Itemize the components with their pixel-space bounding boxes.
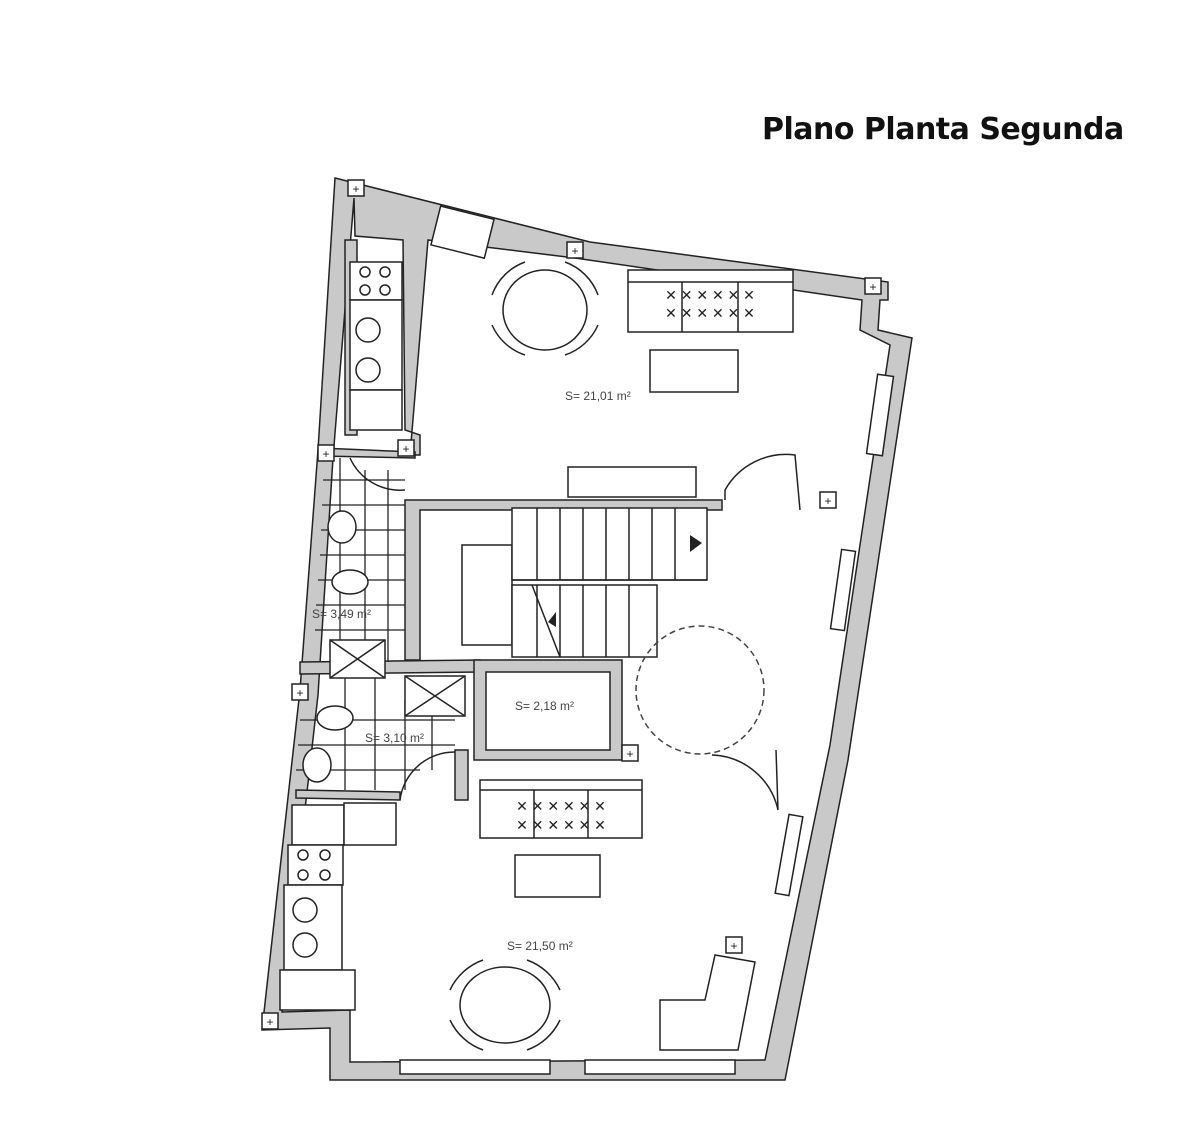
svg-text:✕ ✕ ✕ ✕ ✕ ✕: ✕ ✕ ✕ ✕ ✕ ✕: [516, 798, 606, 814]
washbasin-icon: [327, 510, 357, 544]
stove: [349, 261, 403, 301]
svg-text:+: +: [730, 939, 737, 953]
plan-title: Plano Planta Segunda: [762, 112, 1124, 147]
svg-text:✕ ✕ ✕ ✕ ✕ ✕: ✕ ✕ ✕ ✕ ✕ ✕: [516, 817, 606, 833]
bath-divider: [299, 659, 481, 675]
fridge: [343, 802, 397, 846]
toilet-icon: [331, 569, 369, 595]
area-label: S= 21,50 m²: [507, 939, 573, 953]
stove: [287, 844, 344, 886]
dining-table: [502, 269, 588, 351]
svg-text:+: +: [824, 494, 831, 508]
area-label: S= 2,18 m²: [515, 699, 574, 713]
svg-text:+: +: [571, 244, 578, 258]
door-swing: [349, 457, 406, 491]
coffee-table: [649, 349, 739, 393]
staircase: [461, 507, 708, 658]
window: [865, 373, 895, 457]
coffee-table: [514, 854, 601, 898]
corner-cabinet: [659, 954, 756, 1051]
window: [584, 1059, 736, 1075]
sink: [349, 299, 403, 391]
column-markers: + + + + + + + + + +: [261, 179, 882, 1030]
svg-text:+: +: [322, 447, 329, 461]
counter: [279, 969, 356, 1011]
svg-text:+: +: [296, 686, 303, 700]
area-label: S= 3,49 m²: [312, 607, 371, 621]
washbasin-icon: [302, 747, 332, 783]
window: [829, 548, 857, 632]
door-swing: [711, 749, 779, 811]
entry-door-swing: [724, 453, 801, 511]
toilet-icon: [316, 705, 354, 731]
outer-wall: [261, 177, 913, 1081]
cabinet: [567, 466, 697, 498]
sink: [283, 884, 343, 971]
fridge: [430, 205, 495, 260]
dining-table: [459, 966, 551, 1044]
storage-room: [485, 671, 611, 751]
svg-text:✕ ✕ ✕ ✕ ✕ ✕: ✕ ✕ ✕ ✕ ✕ ✕: [665, 287, 755, 303]
svg-text:+: +: [402, 442, 409, 456]
svg-text:+: +: [869, 280, 876, 294]
lower-bath-wall: [454, 749, 469, 801]
counter: [349, 389, 403, 431]
svg-text:+: +: [266, 1015, 273, 1029]
svg-text:+: +: [352, 182, 359, 196]
area-label: S= 3,10 m²: [365, 731, 424, 745]
svg-text:+: +: [626, 747, 633, 761]
sofa: ✕ ✕ ✕ ✕ ✕ ✕ ✕ ✕ ✕ ✕ ✕ ✕: [479, 779, 643, 839]
area-label: S= 21,01 m²: [565, 389, 631, 403]
svg-text:✕ ✕ ✕ ✕ ✕ ✕: ✕ ✕ ✕ ✕ ✕ ✕: [665, 305, 755, 321]
door-swing: [399, 751, 456, 801]
turning-circle: [635, 625, 765, 755]
stair-wall: [404, 499, 723, 661]
window: [399, 1059, 551, 1075]
sofa: ✕ ✕ ✕ ✕ ✕ ✕ ✕ ✕ ✕ ✕ ✕ ✕: [627, 269, 794, 333]
lower-bath-wall: [295, 789, 401, 801]
window: [774, 813, 804, 897]
counter: [291, 804, 345, 846]
